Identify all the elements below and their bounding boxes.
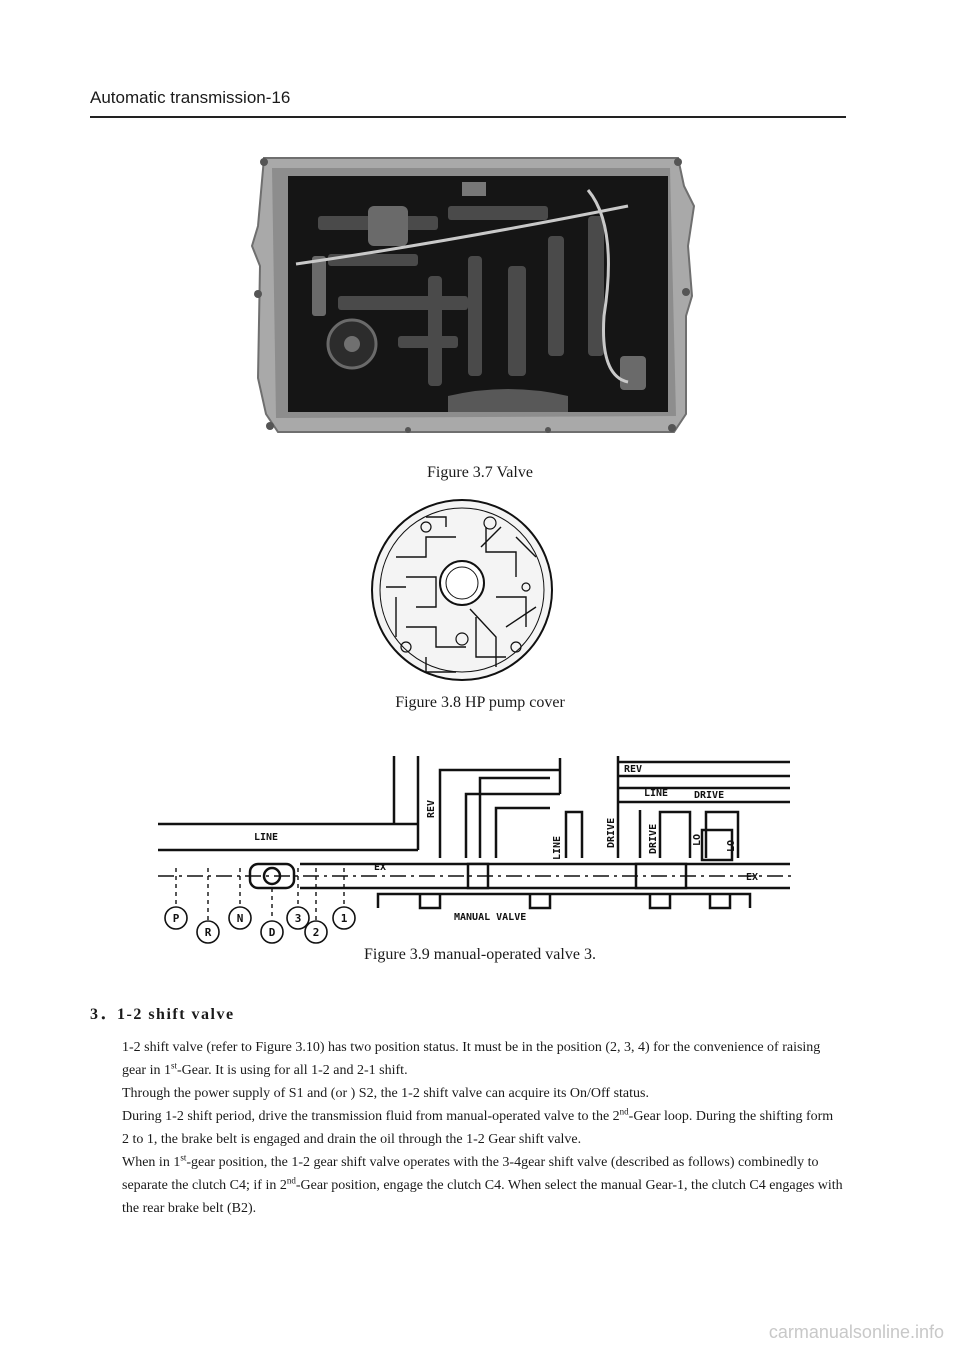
figure-3-7-caption: Figure 3.7 Valve xyxy=(427,464,533,481)
section-paragraph-2: Through the power supply of S1 and (or )… xyxy=(122,1086,649,1101)
section-paragraph-3: During 1-2 shift period, drive the trans… xyxy=(122,1105,848,1151)
figure-3-8-caption: Figure 3.8 HP pump cover xyxy=(395,694,565,711)
label-rev-left: REV xyxy=(426,800,437,818)
figure-3-9-caption: Figure 3.9 manual-operated valve 3. xyxy=(364,946,596,963)
page-header-title: Automatic transmission-16 xyxy=(90,88,291,107)
paragraph-4-line-3: the rear brake belt (B2). xyxy=(122,1201,257,1216)
position-label-3: 3 xyxy=(295,912,302,925)
position-label-d: D xyxy=(269,926,276,939)
paragraph-4-line-2: separate the clutch C4; if in 2nd-Gear p… xyxy=(122,1175,843,1193)
paragraph-1-line-1: 1-2 shift valve (refer to Figure 3.10) h… xyxy=(122,1040,821,1055)
label-drive-vertical-1: DRIVE xyxy=(606,818,617,848)
label-manual-valve: MANUAL VALVE xyxy=(454,912,526,923)
position-label-2: 2 xyxy=(313,926,320,939)
paragraph-4-line-1: When in 1st-gear position, the 1-2 gear … xyxy=(122,1152,819,1170)
section-paragraph-4: When in 1st-gear position, the 1-2 gear … xyxy=(122,1151,848,1220)
manual-valve-diagram: P R N D 3 2 1 LINE REV REV LINE DRIVE EX… xyxy=(158,756,795,944)
label-ex-left: EX xyxy=(374,862,386,873)
label-line-main: LINE xyxy=(254,832,278,843)
paragraph-3-line-1: During 1-2 shift period, drive the trans… xyxy=(122,1106,834,1124)
section-paragraph-1: 1-2 shift valve (refer to Figure 3.10) h… xyxy=(122,1036,848,1082)
position-label-n: N xyxy=(237,912,244,925)
label-rev-top: REV xyxy=(624,764,642,775)
position-label-p: P xyxy=(173,912,180,925)
label-lo-1: LO xyxy=(692,834,703,846)
label-lo-2: LO xyxy=(726,840,737,852)
label-ex-right: EX xyxy=(746,872,758,883)
label-line-vertical: LINE xyxy=(552,836,563,860)
valve-body-photo xyxy=(250,157,696,433)
position-label-1: 1 xyxy=(341,912,348,925)
label-line-top: LINE xyxy=(644,788,668,799)
paragraph-3-line-2: 2 to 1, the brake belt is engaged and dr… xyxy=(122,1132,582,1147)
label-drive-top: DRIVE xyxy=(694,790,724,801)
header-rule xyxy=(90,116,846,118)
section-title: 3．1-2 shift valve xyxy=(90,1006,235,1023)
position-label-r: R xyxy=(205,926,212,939)
hp-pump-cover-drawing xyxy=(371,499,553,681)
paragraph-1-line-2: gear in 1st-Gear. It is using for all 1-… xyxy=(122,1060,408,1078)
watermark: carmanualsonline.info xyxy=(768,1322,944,1342)
label-drive-vertical-2: DRIVE xyxy=(648,824,659,854)
